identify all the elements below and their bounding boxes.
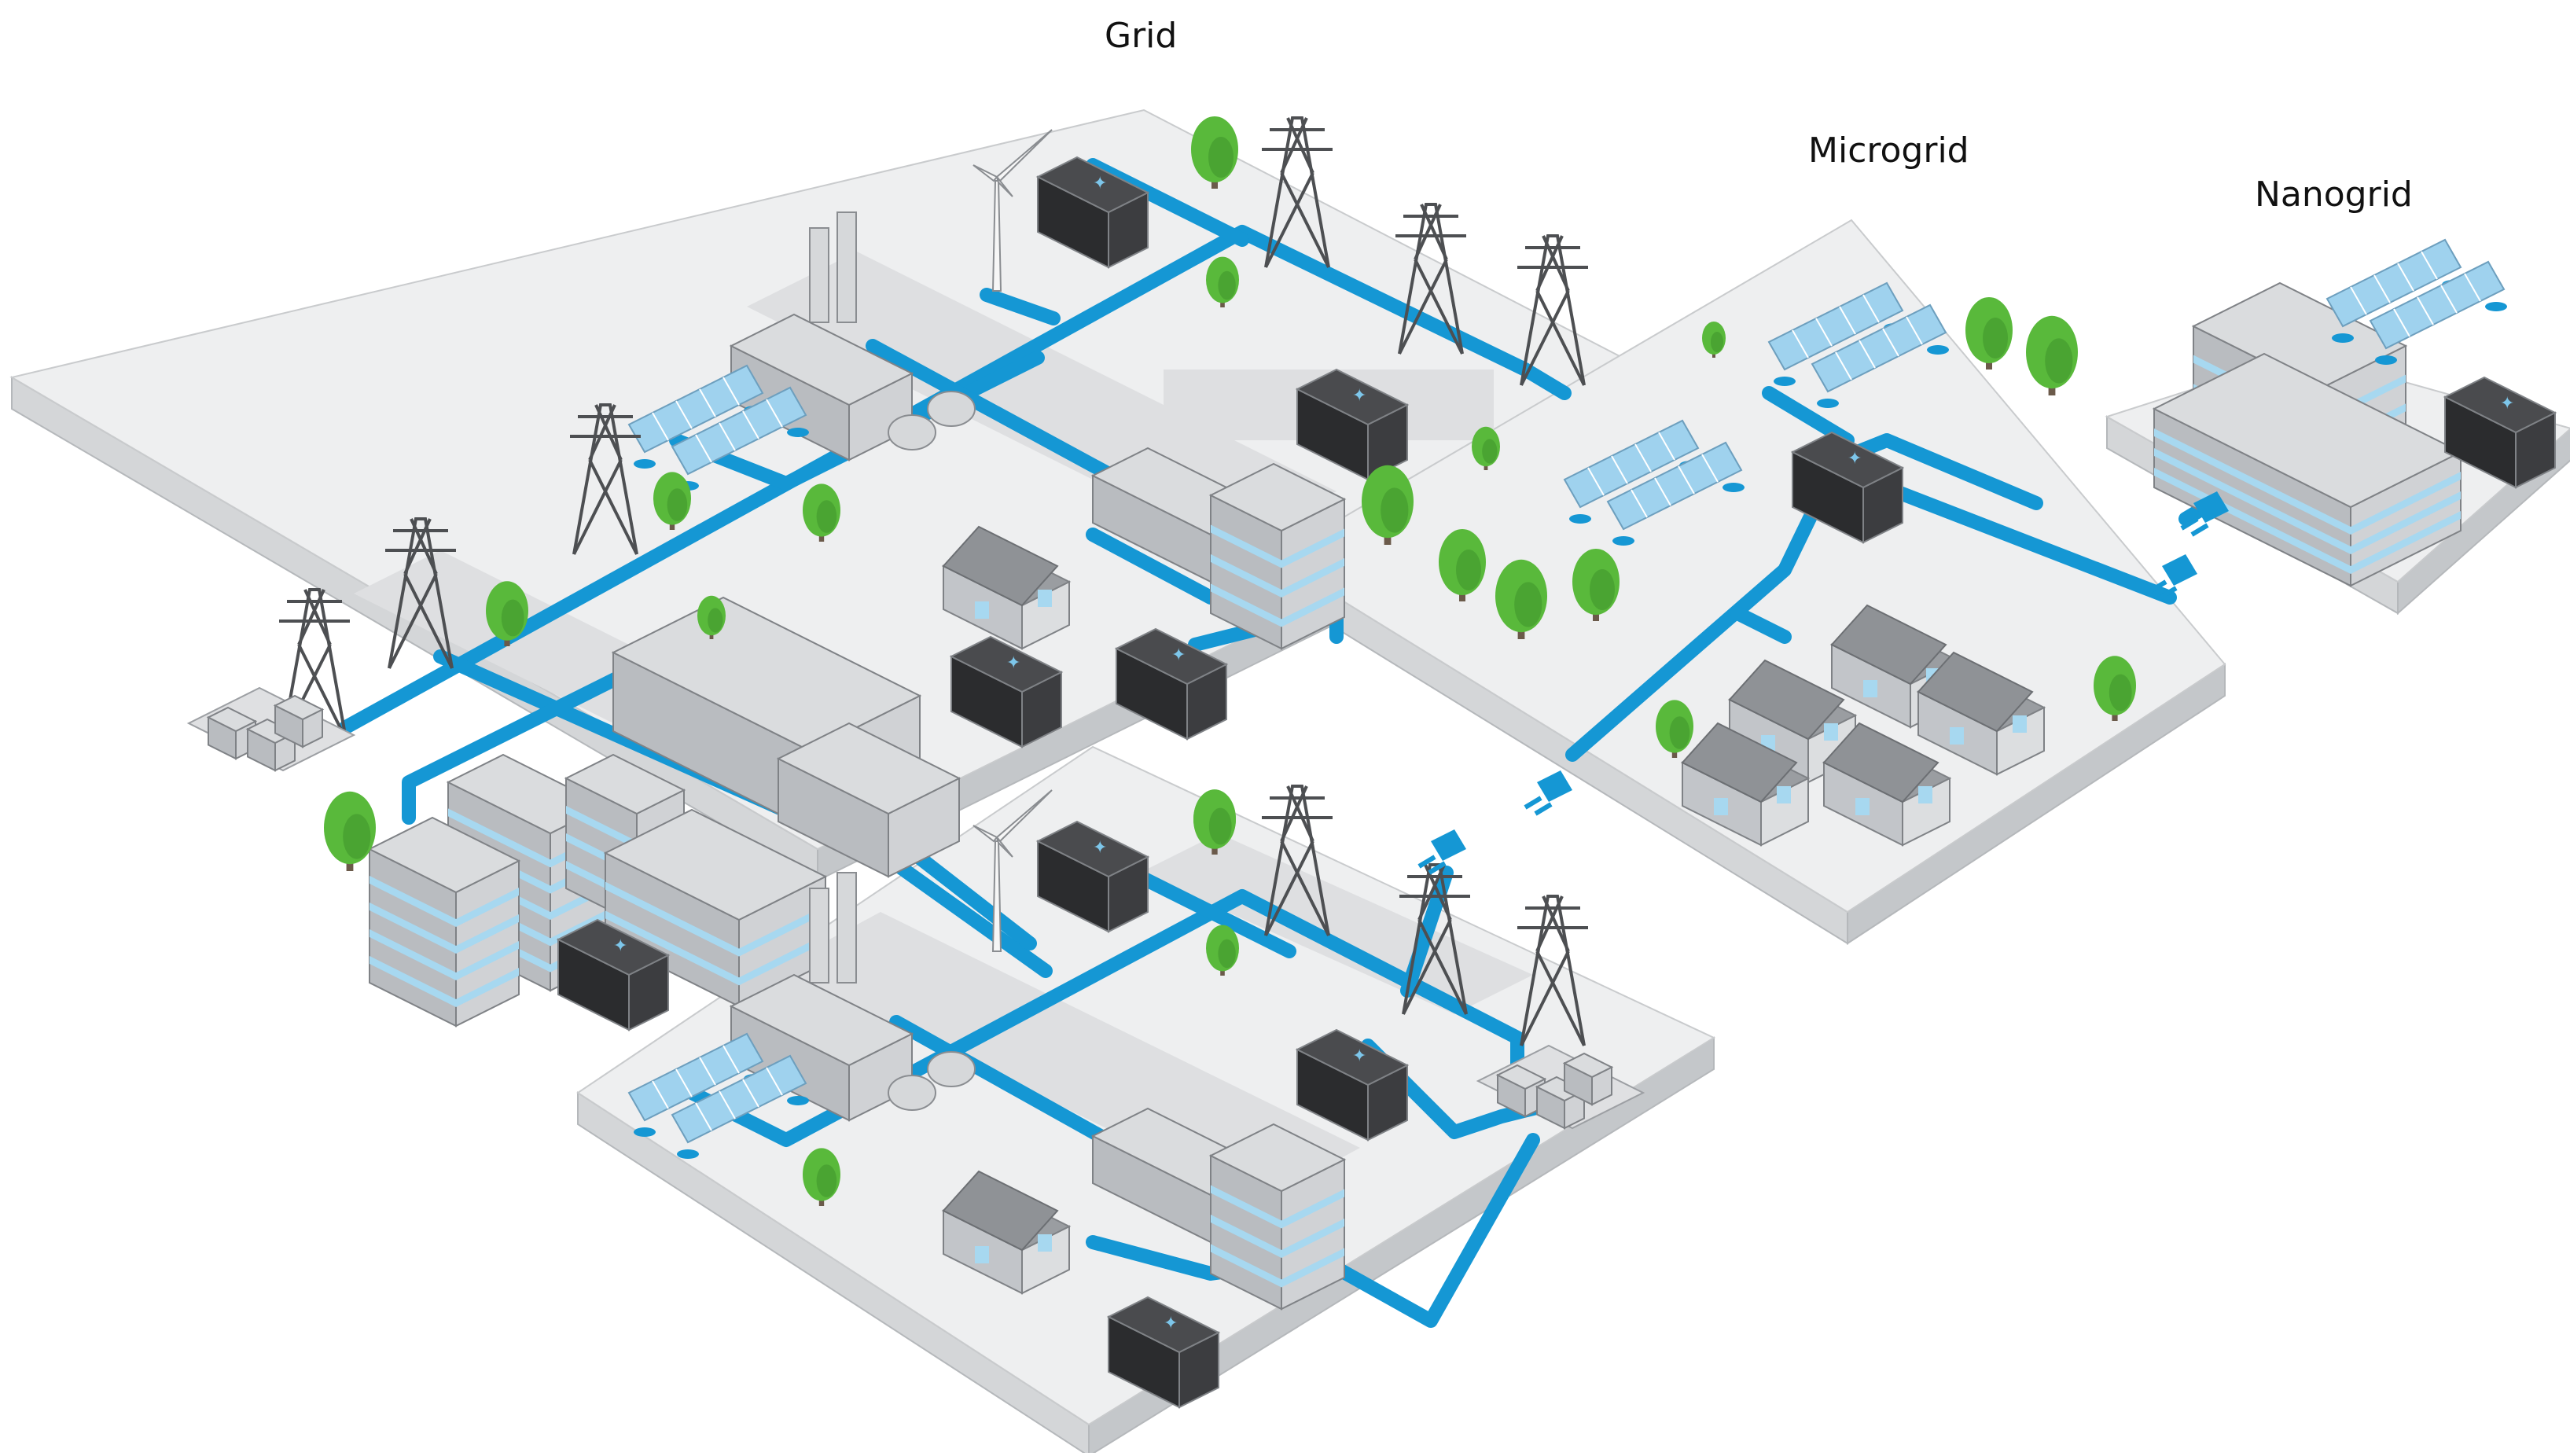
tree-upper-1 xyxy=(1191,116,1238,189)
house-micro-4 xyxy=(1680,722,1811,847)
transmission-tower-9 xyxy=(1517,895,1588,1046)
hospital-icon xyxy=(2152,352,2463,587)
plug-icon-grid xyxy=(1417,829,1466,875)
house-micro-3 xyxy=(1916,651,2046,776)
warehouse-center xyxy=(776,722,961,878)
tree-micro-7 xyxy=(1965,297,2013,370)
tank-icon xyxy=(927,391,976,427)
transmission-tower-4 xyxy=(570,403,641,555)
office-building-2 xyxy=(367,816,521,1028)
battery-upper-right: ✦ xyxy=(1295,368,1410,481)
substation-upper-tx3 xyxy=(273,694,325,748)
wind-turbine-upper xyxy=(972,129,1053,292)
tree-micro-3 xyxy=(1495,559,1547,639)
house-upper xyxy=(941,525,1072,650)
substation-upper-tx2 xyxy=(245,718,297,772)
svg-text:✦: ✦ xyxy=(1352,1046,1366,1066)
tree-micro-4 xyxy=(1572,549,1620,621)
tree-lower-1 xyxy=(1193,789,1236,855)
tree-micro-1 xyxy=(1362,465,1414,545)
solar-panel-upper xyxy=(627,364,809,491)
svg-text:✦: ✦ xyxy=(1093,174,1107,193)
tree-micro-2 xyxy=(1439,529,1486,601)
tree-micro-6 xyxy=(1702,322,1726,358)
transmission-tower-3 xyxy=(1517,234,1588,386)
plug-icon-nano-2 xyxy=(2149,554,2197,600)
power-line-to-nanogrid xyxy=(1848,469,2177,605)
solar-panel-micro-2 xyxy=(1767,281,1949,408)
svg-text:✦: ✦ xyxy=(1164,1314,1178,1333)
factory-lower xyxy=(809,872,857,984)
power-line-to-plug-1 xyxy=(1400,866,1454,998)
battery-upper-top: ✦ xyxy=(1035,156,1150,269)
solar-panel-nano xyxy=(2326,238,2507,365)
road-lower-a xyxy=(778,912,1360,1203)
battery-lower-top: ✦ xyxy=(1035,820,1150,933)
tree-upper-2 xyxy=(1206,256,1239,307)
transmission-tower-5 xyxy=(385,517,456,669)
tree-upper-3 xyxy=(653,472,691,530)
power-line-lower-diag xyxy=(889,1015,1540,1328)
power-line-turbine xyxy=(980,288,1061,325)
grid-label: Grid xyxy=(1105,16,1178,56)
battery-micro: ✦ xyxy=(1790,431,1905,544)
tree-upper-6 xyxy=(486,581,528,646)
substation-lower-tx3 xyxy=(1562,1052,1614,1106)
office-building-lower xyxy=(1208,1123,1347,1311)
transmission-tower-2 xyxy=(1395,203,1466,355)
tree-micro-9 xyxy=(1656,700,1693,758)
tree-lower-2 xyxy=(1206,925,1239,976)
tree-upper-5 xyxy=(697,595,726,639)
microgrid-label: Microgrid xyxy=(1808,131,1969,171)
tree-micro-5 xyxy=(1472,426,1500,470)
tree-micro-10 xyxy=(2094,656,2136,721)
plug-icon-nano-1 xyxy=(2180,491,2229,537)
tank-icon xyxy=(927,1051,976,1087)
road-lower-b xyxy=(1140,833,1533,1014)
factory-upper xyxy=(809,211,857,323)
tank-icon xyxy=(888,414,936,450)
svg-text:✦: ✦ xyxy=(1352,386,1366,406)
grid-upper-platform-top xyxy=(9,108,1716,851)
tank-icon xyxy=(888,1075,936,1111)
battery-nano: ✦ xyxy=(2443,376,2557,489)
svg-text:✦: ✦ xyxy=(2500,394,2514,414)
battery-lower-right: ✦ xyxy=(1295,1028,1410,1142)
hospital-upper xyxy=(603,808,828,1008)
solar-panel-micro-1 xyxy=(1563,419,1745,546)
battery-upper-building: ✦ xyxy=(556,918,671,1031)
solar-panel-lower xyxy=(627,1032,809,1159)
transmission-tower-7 xyxy=(1262,785,1333,936)
nanogrid-label: Nanogrid xyxy=(2255,175,2413,215)
office-building-mid xyxy=(1208,462,1347,650)
power-line-lower-main xyxy=(669,889,1524,1147)
tree-micro-8 xyxy=(2026,315,2078,395)
svg-text:✦: ✦ xyxy=(1006,653,1020,673)
house-lower xyxy=(941,1170,1072,1295)
tree-upper-7 xyxy=(324,791,376,871)
wind-turbine-lower xyxy=(972,789,1053,952)
power-line-micro-battery xyxy=(1730,606,1792,644)
svg-text:✦: ✦ xyxy=(1171,645,1186,665)
tree-upper-4 xyxy=(803,483,840,542)
svg-text:✦: ✦ xyxy=(613,936,627,956)
house-micro-2 xyxy=(1727,659,1858,784)
transmission-tower-8 xyxy=(1399,863,1470,1015)
battery-upper-mid: ✦ xyxy=(949,635,1064,748)
objects-layer: ✦ ✦ ✦ ✦ ✦ ✦ ✦ ✦ ✦ ✦ xyxy=(186,116,2557,1409)
tree-lower-3 xyxy=(803,1148,840,1206)
transmission-tower-1 xyxy=(1262,116,1333,268)
house-micro-5 xyxy=(1822,722,1952,847)
battery-lower-bottom: ✦ xyxy=(1106,1296,1221,1409)
battery-upper-low: ✦ xyxy=(1114,627,1229,741)
svg-text:✦: ✦ xyxy=(1093,838,1107,858)
svg-text:✦: ✦ xyxy=(1848,449,1862,469)
plug-icon-micro xyxy=(1524,770,1572,816)
